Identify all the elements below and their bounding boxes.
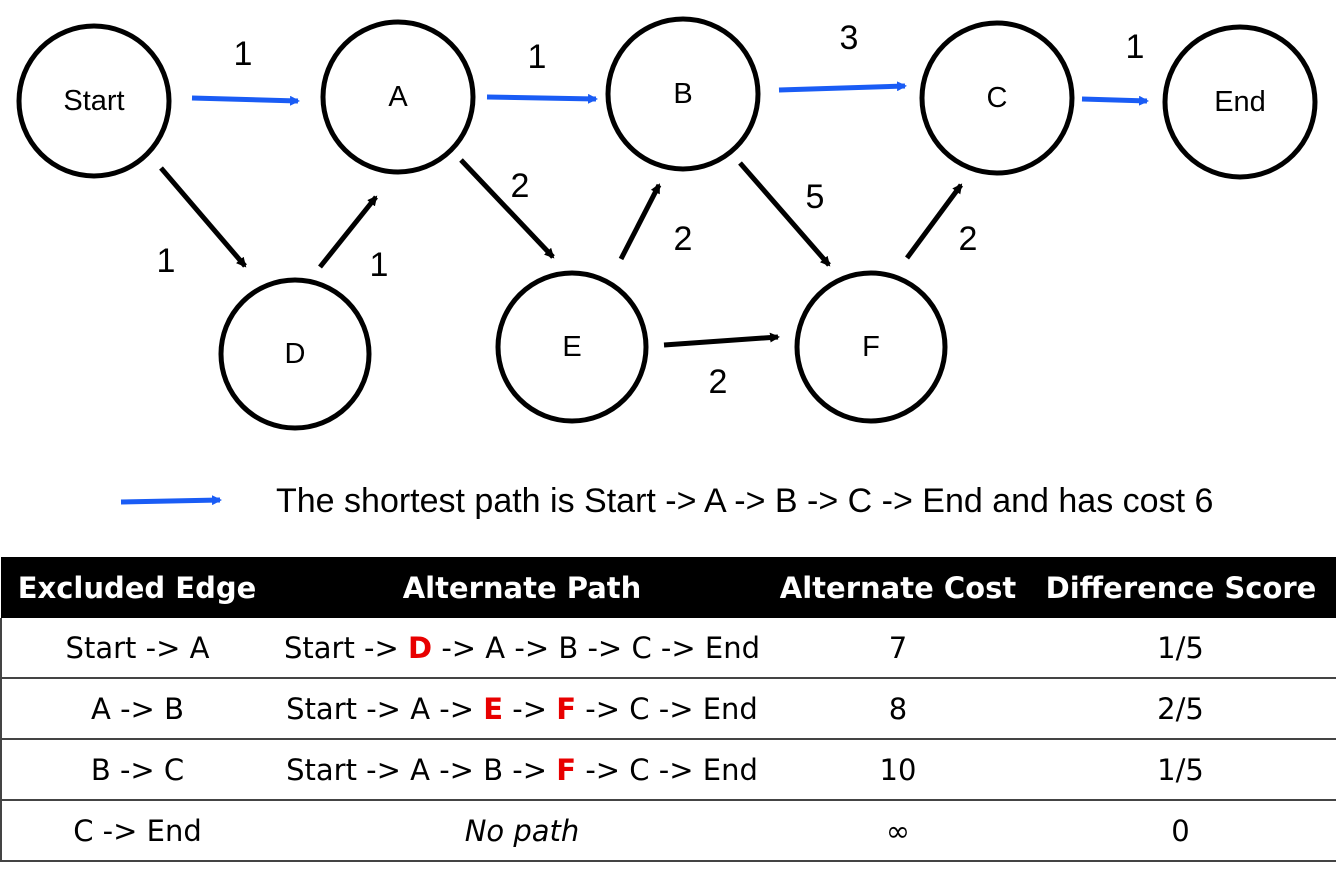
node-label-e: E xyxy=(562,331,581,363)
node-circle-end xyxy=(1162,24,1318,180)
node-end: End xyxy=(1162,24,1318,180)
node-circle-e xyxy=(495,270,649,424)
edge-e-f xyxy=(663,332,780,348)
path-segment: Start -> A -> xyxy=(286,691,484,726)
edge-weight-b-c: 3 xyxy=(840,19,859,57)
path-segment: -> C -> End xyxy=(576,752,758,787)
node-b: B xyxy=(605,16,761,172)
difference-score-cell: 0 xyxy=(1025,800,1336,862)
edge-weight-start-a: 1 xyxy=(234,35,253,73)
edge-start-a xyxy=(191,95,300,106)
node-label-a: A xyxy=(388,81,408,113)
node-circle-f xyxy=(794,270,948,424)
edge-c-end xyxy=(1081,95,1149,106)
edge-weight-a-b: 1 xyxy=(528,38,547,76)
edge-weight-d-a: 1 xyxy=(370,246,389,284)
path-segment: Start -> A -> B -> xyxy=(286,752,557,787)
node-circle-d xyxy=(218,277,372,431)
highlighted-node: E xyxy=(483,691,504,726)
edge-weight-e-f: 2 xyxy=(709,363,728,401)
node-c: C xyxy=(919,20,1075,176)
edge-weight-e-b: 2 xyxy=(674,220,693,258)
alternate-path-cell: No path xyxy=(273,800,771,862)
alternate-cost-cell: ∞ xyxy=(771,800,1025,862)
node-f: F xyxy=(794,270,948,424)
node-label-b: B xyxy=(673,78,692,110)
alternate-cost-cell: 8 xyxy=(771,678,1025,740)
highlighted-node: F xyxy=(556,691,577,726)
table-row: C -> End No path ∞0 xyxy=(0,800,1336,862)
node-label-c: C xyxy=(987,82,1008,114)
edge-weight-start-d: 1 xyxy=(157,242,176,280)
header-alternate-cost: Alternate Cost xyxy=(771,557,1025,618)
path-segment: -> C -> End xyxy=(576,691,758,726)
node-circle-a xyxy=(320,19,476,175)
edge-a-e xyxy=(459,158,555,259)
node-start: Start xyxy=(16,23,172,179)
edge-f-c xyxy=(904,183,964,260)
edge-e-b xyxy=(618,183,662,261)
legend: The shortest path is Start -> A -> B -> … xyxy=(120,482,1213,520)
header-excluded-edge: Excluded Edge xyxy=(1,557,273,618)
edges-layer xyxy=(159,81,1149,348)
highlighted-node: D xyxy=(408,630,433,665)
path-segment: No path xyxy=(464,813,580,848)
difference-score-cell: 2/5 xyxy=(1025,678,1336,740)
legend-text: The shortest path is Start -> A -> B -> … xyxy=(276,482,1213,520)
node-a: A xyxy=(320,19,476,175)
difference-score-cell: 1/5 xyxy=(1025,739,1336,801)
node-circle-b xyxy=(605,16,761,172)
header-alternate-path: Alternate Path xyxy=(273,557,771,618)
alternate-path-cell: Start -> A -> E -> F -> C -> End xyxy=(273,678,771,740)
edge-start-d xyxy=(159,166,247,268)
path-segment: -> A -> B -> C -> End xyxy=(432,630,761,665)
node-label-f: F xyxy=(862,331,880,363)
alternate-cost-cell: 10 xyxy=(771,739,1025,801)
node-circle-start xyxy=(16,23,172,179)
edge-weight-b-f: 5 xyxy=(806,178,825,216)
legend-arrow xyxy=(120,495,222,506)
excluded-edge-cell: C -> End xyxy=(0,800,273,862)
excluded-edge-cell: B -> C xyxy=(0,739,273,801)
table-header-row: Excluded Edge Alternate Path Alternate C… xyxy=(1,557,1336,618)
edge-b-f xyxy=(738,161,831,267)
edge-weight-f-c: 2 xyxy=(959,220,978,258)
path-segment: Start -> xyxy=(283,630,409,665)
node-label-start: Start xyxy=(63,85,124,117)
weights-layer: 1 1 3 1 1 1 2 2 5 2 2 xyxy=(157,19,1145,401)
excluded-edge-cell: A -> B xyxy=(0,678,273,740)
node-circle-c xyxy=(919,20,1075,176)
node-d: D xyxy=(218,277,372,431)
node-e: E xyxy=(495,270,649,424)
highlighted-node: F xyxy=(556,752,577,787)
edge-weight-a-e: 2 xyxy=(511,167,530,205)
alternate-paths-table: Excluded Edge Alternate Path Alternate C… xyxy=(0,557,1336,862)
node-label-d: D xyxy=(285,338,306,370)
alternate-path-cell: Start -> D -> A -> B -> C -> End xyxy=(273,618,771,679)
path-segment: -> xyxy=(503,691,557,726)
edge-weight-c-end: 1 xyxy=(1126,28,1145,66)
edge-d-a xyxy=(318,195,378,269)
edge-b-c xyxy=(778,81,907,93)
excluded-edge-cell: Start -> A xyxy=(0,618,273,679)
node-label-end: End xyxy=(1214,86,1266,118)
alternate-cost-cell: 7 xyxy=(771,618,1025,679)
alternate-path-cell: Start -> A -> B -> F -> C -> End xyxy=(273,739,771,801)
difference-score-cell: 1/5 xyxy=(1025,618,1336,679)
header-difference-score: Difference Score xyxy=(1025,557,1336,618)
edge-a-b xyxy=(486,93,598,104)
